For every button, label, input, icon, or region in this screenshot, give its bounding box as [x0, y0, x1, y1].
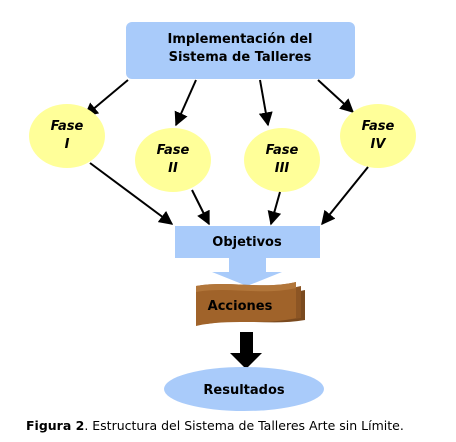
fase-2-node: Fase II	[135, 128, 211, 192]
fase-4-node: Fase IV	[340, 104, 416, 168]
acciones-label: Acciones	[208, 299, 273, 314]
arrow-top-to-fase-3	[258, 79, 273, 127]
figure-caption: Figura 2. Estructura del Sistema de Tall…	[26, 418, 451, 434]
arrow-fase-4-to-objetivos	[321, 166, 369, 226]
fase-2-word: Fase	[157, 143, 190, 158]
objetivos-label: Objetivos	[212, 235, 282, 250]
arrow-fase-2-to-objetivos	[191, 189, 210, 226]
top-box	[126, 22, 355, 79]
resultados-label: Resultados	[203, 383, 284, 398]
fase-2-numeral: II	[168, 161, 178, 176]
arrow-top-to-fase-2	[174, 79, 197, 127]
objetivos-box	[175, 226, 320, 258]
figure-caption-label: Figura 2	[26, 418, 85, 433]
acciones-scroll	[196, 282, 305, 326]
top-box-line-2: Sistema de Talleres	[169, 50, 312, 65]
arrow-top-to-fase-4	[317, 79, 355, 113]
arrow-top-to-fase-1	[83, 79, 129, 117]
fase-1-word: Fase	[51, 119, 84, 134]
arrow-fase-3-to-objetivos	[267, 191, 282, 226]
figure-caption-text: . Estructura del Sistema de Talleres Art…	[84, 418, 404, 433]
fase-1-node: Fase I	[29, 104, 105, 168]
top-box-line-1: Implementación del	[167, 32, 312, 47]
fase-3-word: Fase	[266, 143, 299, 158]
fase-4-numeral: IV	[371, 137, 387, 152]
fase-1-numeral: I	[65, 137, 70, 152]
fase-3-node: Fase III	[244, 128, 320, 192]
arrow-fase-1-to-objetivos	[89, 162, 174, 225]
fase-4-word: Fase	[362, 119, 395, 134]
fase-3-numeral: III	[275, 161, 290, 176]
resultados-node	[164, 367, 324, 411]
objetivos-to-acciones-arrow	[212, 258, 282, 286]
acciones-to-resultados-arrow	[230, 332, 262, 369]
